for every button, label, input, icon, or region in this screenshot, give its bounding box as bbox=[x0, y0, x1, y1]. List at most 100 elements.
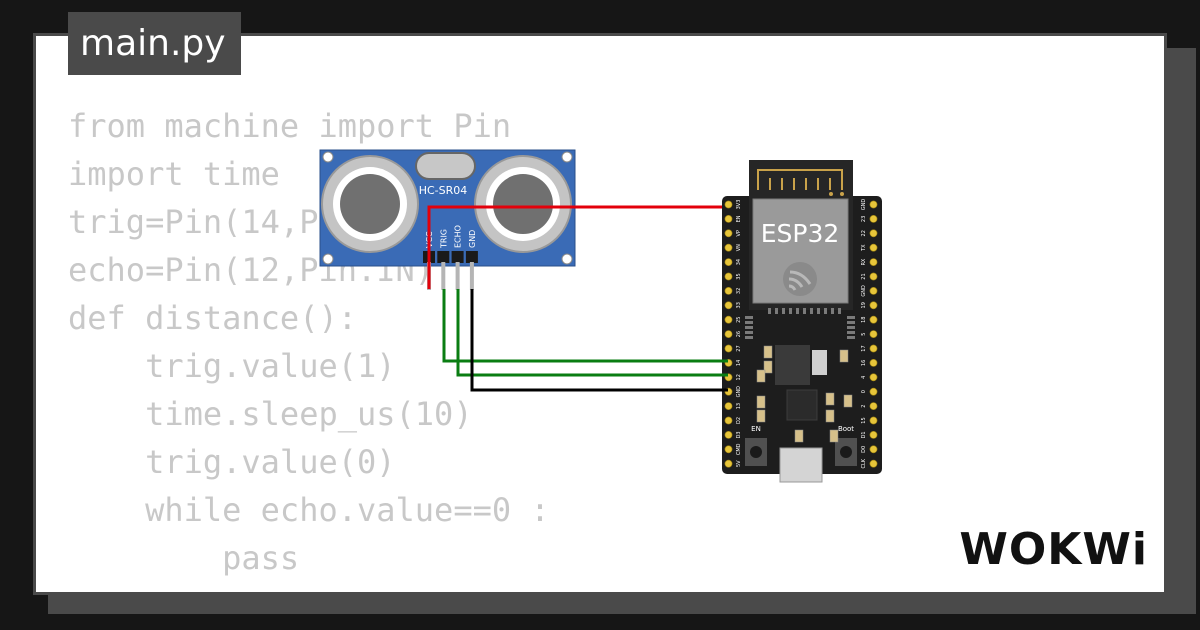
board-pin-right-5[interactable] bbox=[869, 330, 878, 338]
module-pad bbox=[831, 308, 834, 314]
smd-component bbox=[763, 345, 773, 359]
board-pin-right-15[interactable] bbox=[869, 416, 878, 425]
mount-hole bbox=[322, 151, 334, 163]
board-pin-right-17[interactable] bbox=[869, 344, 878, 353]
board-pin-left-34[interactable] bbox=[724, 258, 733, 266]
board-pin-right-19[interactable] bbox=[869, 301, 878, 310]
board-pin-right-0[interactable] bbox=[869, 387, 878, 396]
board-pin-right-clk[interactable] bbox=[869, 459, 878, 468]
board-pin-right-21[interactable] bbox=[869, 272, 878, 281]
board-pin-left-33[interactable] bbox=[724, 301, 733, 310]
crystal-oscillator bbox=[415, 152, 476, 180]
wire-gnd-gnd[interactable] bbox=[470, 289, 728, 392]
code-line: trig.value(1) bbox=[68, 347, 396, 385]
module-pad bbox=[824, 308, 827, 314]
board-pin-label: 15 bbox=[861, 417, 867, 423]
smd-component bbox=[756, 395, 766, 409]
board-pin-left-en[interactable] bbox=[724, 214, 733, 223]
smd-component bbox=[825, 392, 835, 406]
board-pin-left-35[interactable] bbox=[724, 272, 733, 281]
board-pin-right-d1[interactable] bbox=[869, 430, 878, 439]
board-pin-label: EN bbox=[736, 215, 742, 222]
wire-vcc-3v3[interactable] bbox=[427, 205, 722, 289]
board-pin-left-25[interactable] bbox=[724, 315, 733, 324]
board-pin-label: 12 bbox=[736, 374, 742, 380]
wire-trig-14[interactable] bbox=[442, 289, 728, 363]
board-pin-label: 2 bbox=[861, 405, 867, 408]
sensor-pin-gnd[interactable] bbox=[469, 262, 474, 290]
board-pin-left-27[interactable] bbox=[724, 344, 733, 353]
board-pin-left-26[interactable] bbox=[724, 330, 733, 338]
smd-component bbox=[794, 429, 804, 443]
board-pin-left-vp[interactable] bbox=[724, 229, 733, 238]
board-pin-label: 26 bbox=[736, 331, 742, 337]
en-button-label: EN bbox=[751, 425, 761, 433]
wire-echo-12[interactable] bbox=[456, 289, 728, 377]
voltage-regulator bbox=[775, 345, 810, 385]
board-pin-right-rx[interactable] bbox=[869, 258, 878, 266]
board-pin-label: 32 bbox=[736, 288, 742, 294]
board-pin-label: 4 bbox=[861, 376, 867, 379]
board-pin-left-cmd[interactable] bbox=[724, 445, 733, 454]
sensor-pin-socket bbox=[451, 251, 464, 263]
esp32-board[interactable]: ESP32 EN Boot 3V3ENVPVN34353233252627141… bbox=[722, 160, 882, 483]
board-pin-right-22[interactable] bbox=[869, 229, 878, 238]
module-pad bbox=[745, 316, 753, 319]
sensor-pin-echo[interactable] bbox=[455, 262, 460, 290]
module-pad bbox=[847, 331, 855, 334]
sensor-pin-socket bbox=[465, 251, 478, 263]
board-pin-right-23[interactable] bbox=[869, 214, 878, 223]
smd-component bbox=[839, 349, 849, 363]
board-pin-left-5v[interactable] bbox=[724, 459, 733, 468]
board-pin-left-d2[interactable] bbox=[724, 416, 733, 425]
board-pin-left-d3[interactable] bbox=[724, 430, 733, 439]
board-pin-label: 21 bbox=[861, 273, 867, 279]
module-pad bbox=[803, 308, 806, 314]
sensor-pin-label: ECHO bbox=[454, 225, 463, 248]
board-pin-right-tx[interactable] bbox=[869, 243, 878, 252]
code-line: while echo.value==0 : bbox=[68, 491, 550, 529]
board-pin-label: GND bbox=[861, 285, 867, 297]
code-line: def distance(): bbox=[68, 299, 357, 337]
module-pad bbox=[789, 308, 792, 314]
board-pin-left-32[interactable] bbox=[724, 286, 733, 295]
board-pin-label: 25 bbox=[736, 317, 742, 323]
board-pin-label: GND bbox=[736, 386, 742, 398]
board-pin-label: VP bbox=[736, 230, 742, 236]
code-line: trig.value(0) bbox=[68, 443, 396, 481]
module-pad bbox=[745, 326, 753, 329]
board-pin-left-vn[interactable] bbox=[724, 243, 733, 252]
board-pin-right-4[interactable] bbox=[869, 373, 878, 382]
board-pin-label: D0 bbox=[861, 446, 867, 453]
code-line: from machine import Pin bbox=[68, 107, 512, 145]
transducer-right bbox=[474, 155, 572, 253]
module-pad bbox=[847, 326, 855, 329]
mount-hole bbox=[561, 253, 573, 265]
module-pad bbox=[745, 321, 753, 324]
board-pin-left-3v3[interactable] bbox=[724, 200, 733, 209]
board-pin-label: 16 bbox=[861, 360, 867, 366]
file-tab[interactable]: main.py bbox=[68, 12, 241, 75]
board-pin-right-2[interactable] bbox=[869, 402, 878, 410]
code-line: import time bbox=[68, 155, 280, 193]
sensor-pin-trig[interactable] bbox=[441, 262, 446, 290]
board-pin-label: 23 bbox=[861, 216, 867, 222]
transducer-left bbox=[321, 155, 419, 253]
board-pin-right-gnd[interactable] bbox=[869, 200, 878, 209]
board-pin-label: GND bbox=[861, 199, 867, 211]
board-pin-right-gnd[interactable] bbox=[869, 286, 878, 295]
module-pad bbox=[838, 308, 841, 314]
board-pin-right-16[interactable] bbox=[869, 358, 878, 367]
sensor-pin-socket bbox=[437, 251, 450, 263]
board-pin-left-13[interactable] bbox=[724, 402, 733, 410]
code-line: time.sleep_us(10) bbox=[68, 395, 473, 433]
board-pin-right-18[interactable] bbox=[869, 315, 878, 324]
smd-component bbox=[829, 429, 839, 443]
module-pad bbox=[782, 308, 785, 314]
smd-component bbox=[825, 409, 835, 423]
board-pin-right-d0[interactable] bbox=[869, 445, 878, 454]
board-pin-label: TX bbox=[861, 244, 867, 252]
